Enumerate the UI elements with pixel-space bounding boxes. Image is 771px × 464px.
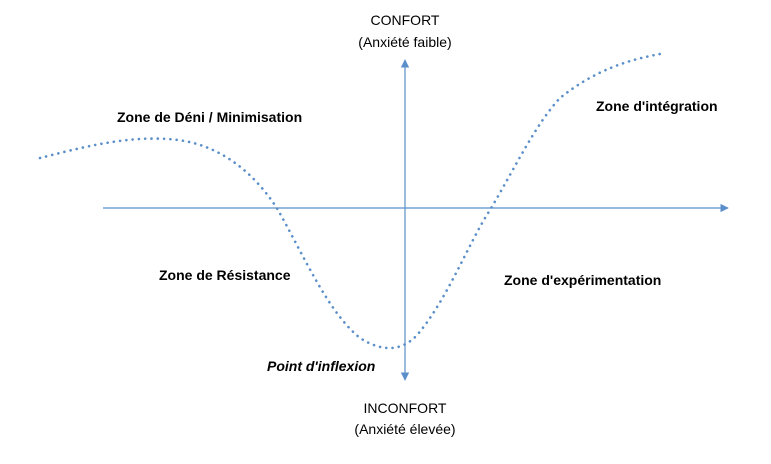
bottom-axis-label: INCONFORT <box>364 400 447 416</box>
experimentation-zone-label: Zone d'expérimentation <box>504 272 661 288</box>
change-curve <box>38 52 662 350</box>
top-axis-label: CONFORT <box>371 12 440 28</box>
top-axis-sublabel: (Anxiété faible) <box>358 34 451 50</box>
integration-zone-label: Zone d'intégration <box>596 98 718 114</box>
resistance-zone-label: Zone de Résistance <box>159 267 291 283</box>
inflexion-point-label: Point d'inflexion <box>267 358 375 374</box>
bottom-axis-sublabel: (Anxiété élevée) <box>354 421 455 437</box>
denial-zone-label: Zone de Déni / Minimisation <box>117 109 302 125</box>
